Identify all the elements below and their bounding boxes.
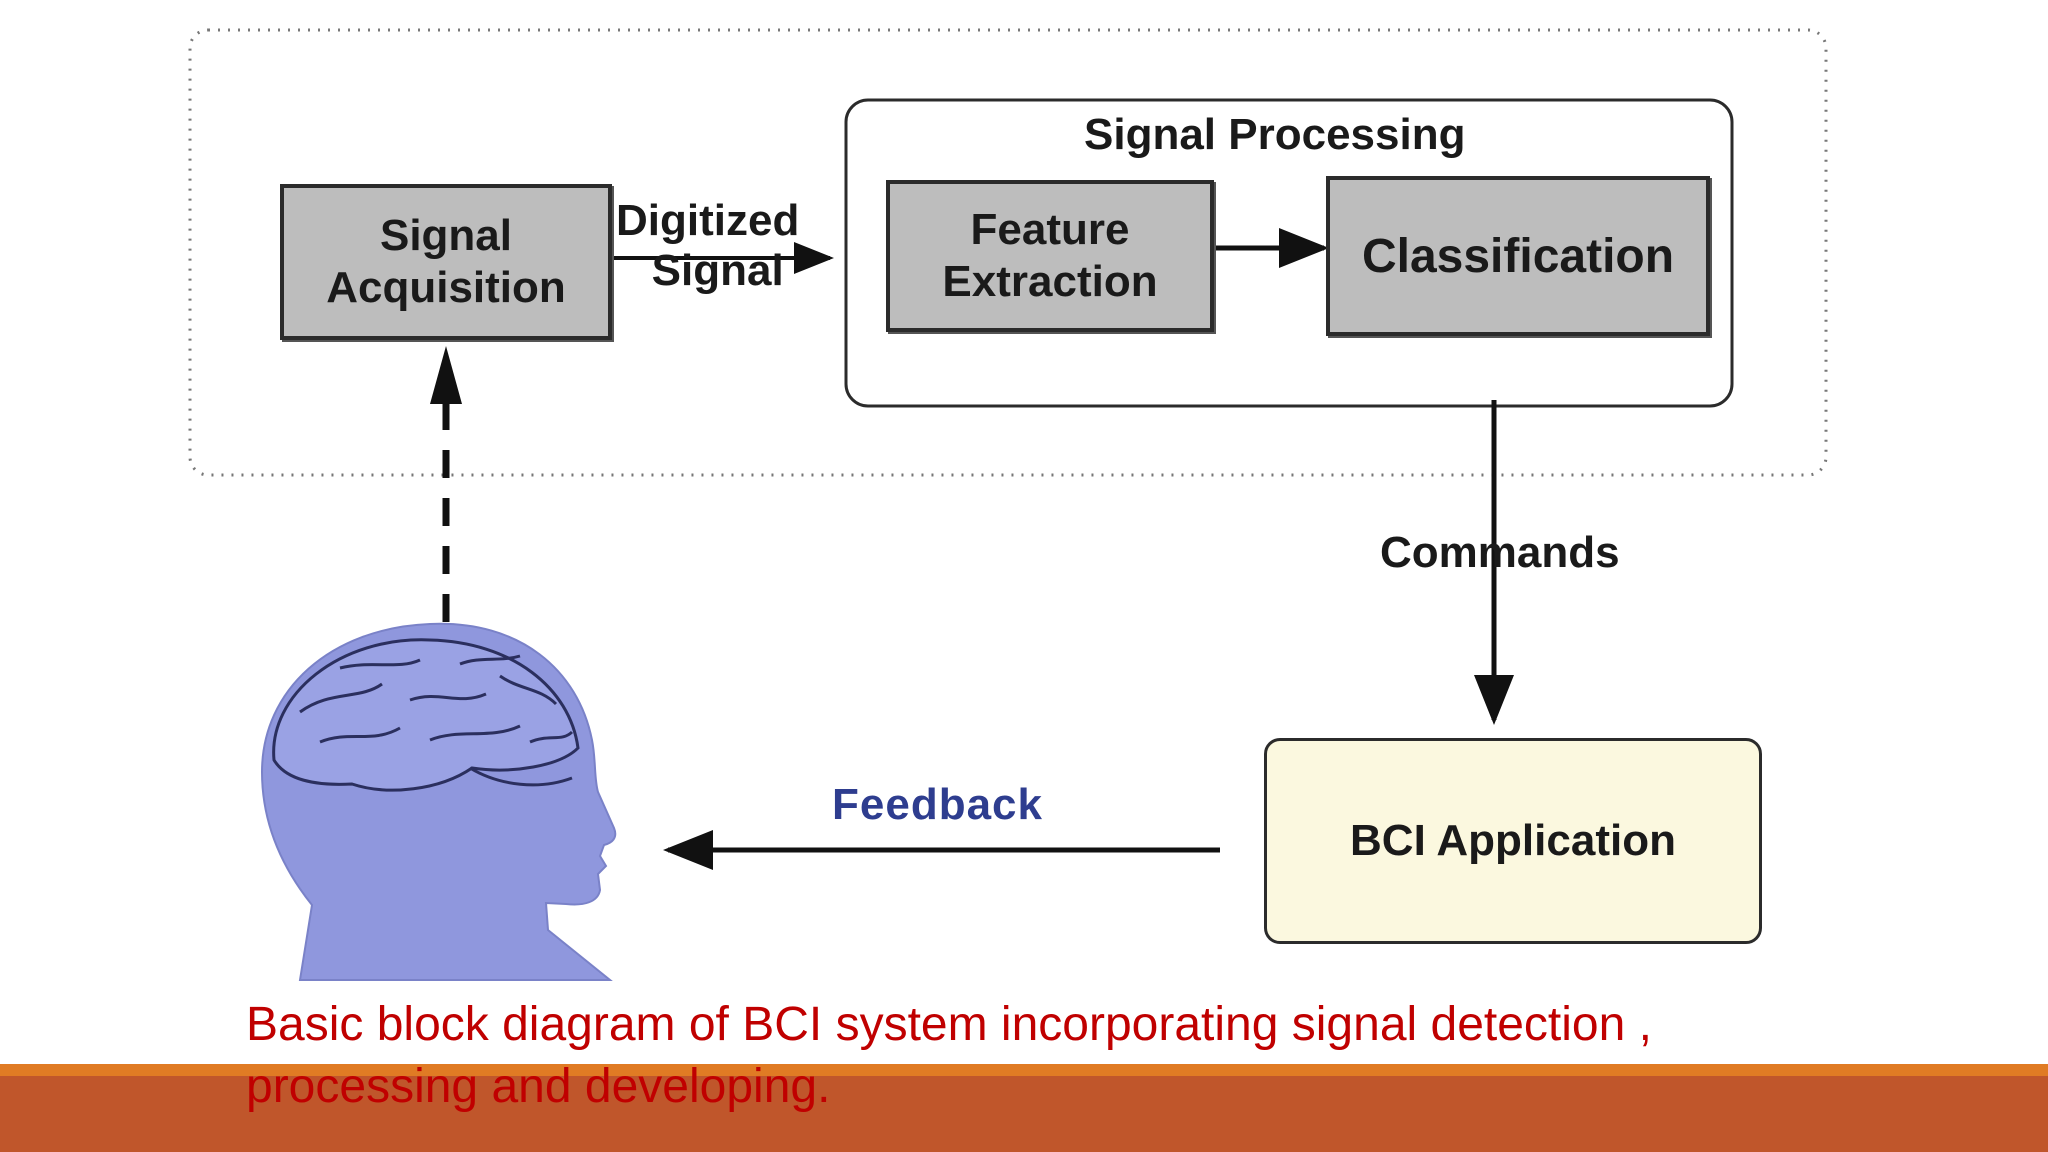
- classification-box: Classification: [1326, 176, 1710, 336]
- caption-line1: Basic block diagram of BCI system incorp…: [246, 998, 1652, 1051]
- footer-accent-bar: [0, 1064, 2048, 1076]
- footer-bar: [0, 1076, 2048, 1152]
- system-boundary: [188, 28, 1828, 477]
- feedback-label: Feedback: [832, 780, 1043, 829]
- diagram-caption: Basic block diagram of BCI system incorp…: [246, 994, 1806, 1118]
- digitized-signal-line1: Digitized: [616, 196, 800, 245]
- digitized-signal-line2: Signal: [651, 246, 784, 295]
- signal-acquisition-box: Signal Acquisition: [280, 184, 612, 340]
- feature-extraction-line2: Extraction: [942, 257, 1158, 306]
- caption-line2: processing and developing.: [246, 1060, 831, 1113]
- signal-processing-title: Signal Processing: [1084, 110, 1466, 159]
- feature-extraction-box: Feature Extraction: [886, 180, 1214, 332]
- bci-application-box: BCI Application: [1264, 738, 1762, 944]
- brain-to-acquisition-arrowhead: [430, 346, 462, 404]
- digitized-signal-label: Digitized Signal: [616, 196, 799, 296]
- signal-acquisition-line2: Acquisition: [326, 263, 566, 312]
- signal-acquisition-line1: Signal: [379, 211, 513, 260]
- commands-label: Commands: [1380, 528, 1620, 577]
- feature-extraction-line1: Feature: [970, 205, 1130, 254]
- head-with-brain-icon: [260, 622, 617, 981]
